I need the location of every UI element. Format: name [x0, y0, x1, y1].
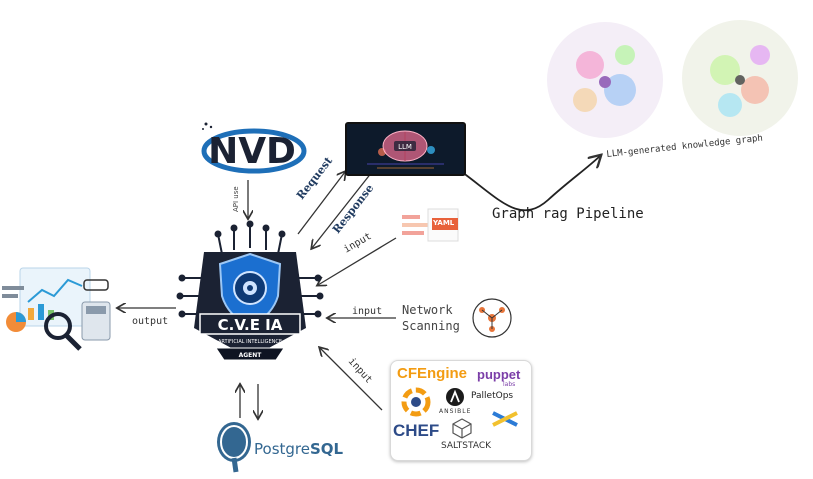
network-scanning-label: Network Scanning	[402, 302, 460, 334]
response-arrow	[312, 171, 373, 248]
puppet-sub: labs	[503, 381, 516, 388]
ansible-icon	[446, 388, 464, 406]
network-label-line1: Network	[402, 303, 453, 317]
postgres-elephant-icon	[217, 422, 251, 473]
cve-ia-agent: C.V.E IA ARTIFICIAL INTELLIGENCE AGENT	[176, 218, 324, 383]
llm-label: LLM	[398, 143, 412, 151]
nvd-logo-graphic: NVD	[201, 122, 307, 174]
palletops-icon	[492, 411, 518, 427]
pipeline-label: Graph rag Pipeline	[492, 206, 644, 222]
magnifier-icon	[44, 312, 72, 340]
api-label: API use	[232, 186, 240, 212]
postgresql-logo: PostgreSQL	[214, 418, 343, 476]
yaml-icon-graphic	[402, 208, 459, 242]
chef-logo: CHEF	[393, 421, 440, 440]
output-label: output	[132, 316, 169, 327]
ansible-label: ANSIBLE	[439, 408, 472, 415]
cfengine-logo: CFEngine	[397, 365, 467, 382]
analytics-report-icon	[2, 267, 111, 351]
input-label-network: input	[352, 306, 383, 317]
nvd-logo-text: NVD	[208, 131, 296, 172]
llm-box: LLM	[345, 122, 466, 176]
postgres-label-b: SQL	[309, 440, 344, 458]
puppet-logo: puppet	[477, 367, 521, 382]
yaml-input-arrow	[318, 237, 397, 285]
agent-subtitle: ARTIFICIAL INTELLIGENCE	[218, 339, 282, 345]
cfengine-gear-icon	[401, 387, 431, 417]
nvd-logo: NVD	[196, 118, 308, 180]
palletops-label: PalletOps	[471, 391, 514, 401]
pipeline-curve	[461, 156, 600, 212]
yaml-file-icon: YAML	[400, 205, 464, 247]
knowledge-graph-image	[547, 20, 798, 138]
tools-input-arrow	[320, 348, 383, 411]
agent-tag: AGENT	[239, 352, 263, 359]
request-arrow	[297, 172, 345, 235]
agent-title: C.V.E IA	[218, 316, 283, 334]
glasses-icon	[83, 279, 109, 291]
postgres-label-a: Postgre	[254, 440, 310, 458]
network-icon	[472, 298, 512, 338]
saltstack-label: SALTSTACK	[441, 441, 492, 451]
network-label-line2: Scanning	[402, 319, 460, 333]
yaml-badge: YAML	[433, 219, 455, 227]
llm-brain-graphic: LLM	[347, 124, 464, 174]
config-tools-panel: CFEngine puppet labs ANSIBLE PalletOps C…	[390, 360, 532, 461]
agent-badge-graphic: C.V.E IA ARTIFICIAL INTELLIGENCE AGENT	[176, 220, 324, 361]
saltstack-cube-icon	[452, 418, 472, 439]
postgres-label: PostgreSQL	[254, 440, 343, 458]
